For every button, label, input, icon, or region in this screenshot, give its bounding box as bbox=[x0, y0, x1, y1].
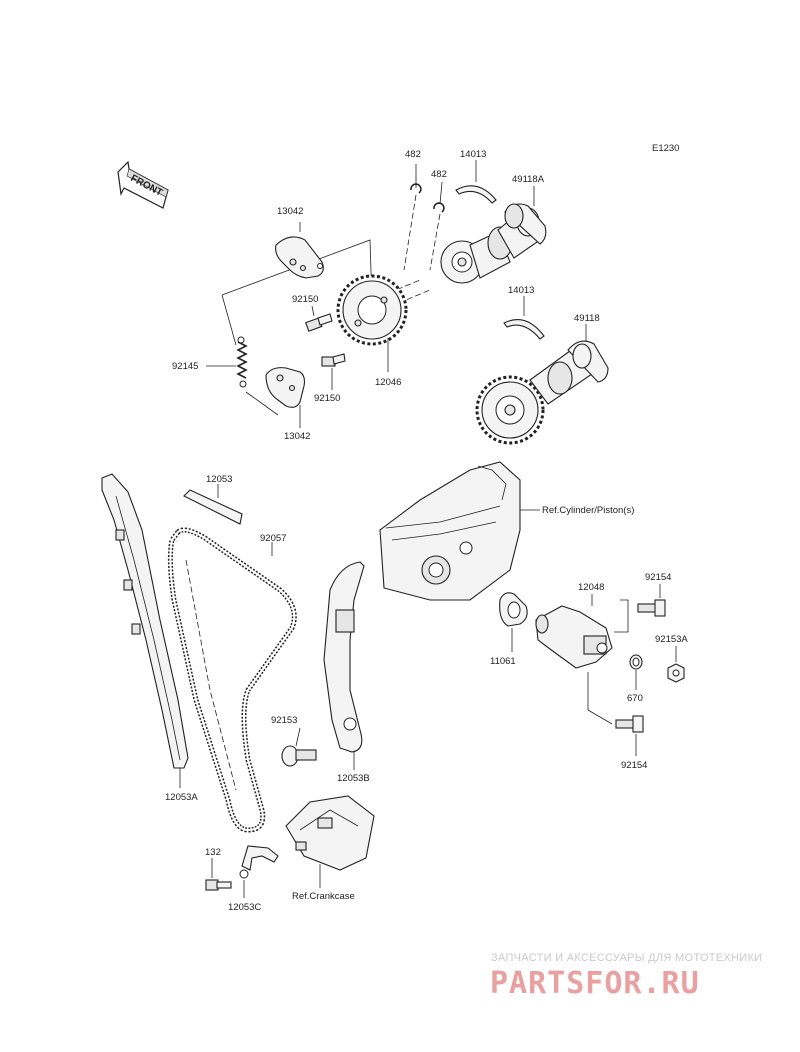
label-132: 132 bbox=[205, 847, 221, 858]
part-49118A-camshaft bbox=[440, 203, 547, 284]
part-92154-bolt-b bbox=[615, 715, 644, 733]
label-92150-b: 92150 bbox=[314, 393, 340, 404]
part-482-clip-b bbox=[433, 202, 445, 213]
front-arrow-icon: FRONT bbox=[117, 160, 169, 209]
part-92153-bolt bbox=[281, 745, 317, 767]
label-92145: 92145 bbox=[172, 361, 198, 372]
watermark-brand: PARTSFOR.RU bbox=[490, 966, 700, 1001]
part-11061-gasket bbox=[499, 592, 528, 627]
label-92150-a: 92150 bbox=[292, 294, 318, 305]
part-670-washer bbox=[629, 654, 643, 670]
part-12053-plate bbox=[183, 489, 243, 525]
label-92154-b: 92154 bbox=[621, 760, 647, 771]
part-92150-bolt-b bbox=[321, 353, 346, 367]
label-92154-a: 92154 bbox=[645, 572, 671, 583]
part-12053C-bracket bbox=[239, 845, 279, 879]
part-12048-tensioner bbox=[535, 605, 613, 669]
label-14013-bottom: 14013 bbox=[508, 285, 534, 296]
part-92150-bolt-a bbox=[305, 313, 333, 332]
part-482-clip-a bbox=[410, 183, 422, 194]
label-13042-top: 13042 bbox=[277, 206, 303, 217]
label-92153: 92153 bbox=[271, 715, 297, 726]
label-14013-top: 14013 bbox=[460, 149, 486, 160]
label-12053B: 12053B bbox=[337, 773, 370, 784]
label-12048: 12048 bbox=[578, 582, 604, 593]
part-14013-top bbox=[455, 185, 497, 204]
part-92154-bolt-a bbox=[637, 599, 666, 617]
label-482-a: 482 bbox=[405, 149, 421, 160]
label-482-b: 482 bbox=[431, 169, 447, 180]
diagram-code: E1230 bbox=[652, 143, 679, 154]
part-92145-spring bbox=[236, 336, 248, 388]
label-11061: 11061 bbox=[490, 656, 516, 667]
part-12046-sprocket bbox=[336, 274, 408, 346]
watermark-tagline: ЗАПЧАСТИ И АКСЕССУАРЫ ДЛЯ МОТОТЕХНИКИ bbox=[491, 952, 762, 964]
part-132-bolt bbox=[205, 879, 232, 891]
part-13042-bottom bbox=[265, 367, 306, 408]
part-13042-top bbox=[275, 236, 324, 279]
label-92153A: 92153A bbox=[655, 634, 688, 645]
label-13042-bottom: 13042 bbox=[284, 431, 310, 442]
label-ref-cylinder: Ref.Cylinder/Piston(s) bbox=[542, 505, 634, 516]
label-92057: 92057 bbox=[260, 533, 286, 544]
label-12053C: 12053C bbox=[228, 902, 261, 913]
label-670: 670 bbox=[627, 693, 643, 704]
part-49118-camshaft bbox=[475, 340, 609, 445]
part-14013-bottom bbox=[503, 319, 545, 340]
part-12053A-guide bbox=[101, 473, 189, 769]
part-12053B-guide bbox=[323, 561, 365, 753]
part-92057-timing-chain bbox=[167, 527, 297, 833]
label-12053A: 12053A bbox=[165, 792, 198, 803]
ref-crankcase-shape bbox=[285, 795, 375, 871]
label-12053: 12053 bbox=[206, 474, 232, 485]
label-12046: 12046 bbox=[375, 377, 401, 388]
label-49118A: 49118A bbox=[512, 174, 545, 185]
part-92153A-nut bbox=[667, 663, 685, 683]
ref-cylinder-shape bbox=[379, 461, 521, 601]
label-ref-crankcase: Ref.Crankcase bbox=[292, 891, 355, 902]
label-49118: 49118 bbox=[574, 313, 600, 324]
